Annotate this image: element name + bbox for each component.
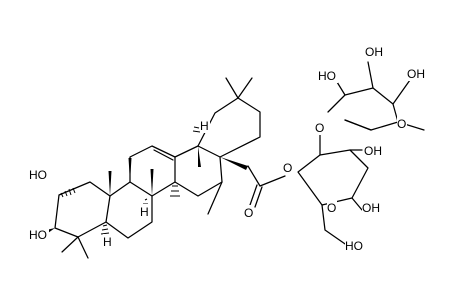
- hydrogen-c5-label: H: [103, 235, 112, 249]
- ester-oxygen-label: O: [283, 161, 292, 175]
- ester-bonds: [247, 165, 286, 208]
- glucose-ring-oxygen-label: O: [327, 201, 336, 215]
- hydrogen-c18-label: H: [200, 119, 209, 133]
- atom-labels: HO HO H H H O O O HO OH OH O O HO OH OH: [29, 44, 427, 253]
- rhamnose-3-hydroxyl-label: OH: [365, 45, 383, 59]
- carbonyl-oxygen-label: O: [244, 206, 253, 220]
- hydroxyl-c3-label: HO: [29, 228, 47, 242]
- rhamnose-2-hydroxyl-label: HO: [318, 69, 336, 83]
- ring-b-bonds: [105, 181, 153, 239]
- ring-a-substituents: [61, 77, 253, 259]
- ring-a-bonds: [54, 181, 111, 238]
- rhamnose-ring-bonds: [327, 61, 425, 131]
- hashed-bonds: [60, 126, 201, 235]
- glucose-3-hydroxyl-label: OH: [364, 144, 382, 158]
- glucose-ring-bonds: [297, 131, 369, 247]
- ring-d-bonds: [174, 145, 223, 197]
- rhamnose-4-hydroxyl-label: OH: [407, 67, 425, 81]
- glycosidic-oxygen-label: O: [315, 121, 324, 135]
- ring-e-bonds: [197, 97, 261, 158]
- glucose-4-hydroxyl-label: OH: [362, 201, 380, 215]
- hydrogen-c9-label: H: [140, 205, 149, 219]
- wedge-bonds: [46, 146, 248, 233]
- hydroxyl-c2-label: HO: [29, 168, 47, 182]
- rhamnose-ring-oxygen-label: O: [397, 117, 406, 131]
- glucose-6-hydroxyl-label: HO: [345, 239, 363, 253]
